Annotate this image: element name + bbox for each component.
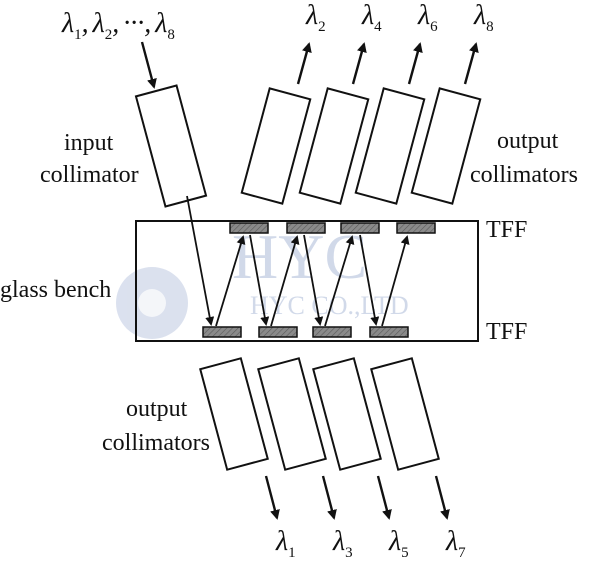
bottom-output-collimators-label-line1: output — [126, 396, 188, 422]
tff-filter — [369, 326, 409, 338]
tff-filter — [312, 326, 352, 338]
bottom-lambda-label: λ3 — [332, 526, 353, 561]
top-lambda-label: λ8 — [473, 0, 494, 35]
bottom-lambda-label: λ5 — [388, 526, 409, 561]
bottom-collimator — [312, 357, 382, 471]
glass-bench — [135, 220, 479, 342]
tff-top-label: TFF — [486, 217, 527, 243]
bottom-output-collimators-label-line2: collimators — [102, 430, 210, 456]
top-collimator — [298, 87, 370, 205]
input-arrow — [140, 41, 157, 89]
top-output-collimators — [240, 87, 482, 205]
top-output-collimators-label-line1: output — [497, 128, 559, 154]
glass-bench-label: glass bench — [0, 277, 111, 303]
top-wavelength-labels: λ2 λ4 λ6 λ8 — [305, 0, 494, 35]
top-collimator — [410, 87, 482, 205]
bottom-lambda-label: λ7 — [445, 526, 466, 561]
internal-rays — [186, 195, 410, 327]
bottom-output-arrows — [264, 475, 450, 520]
bottom-wavelength-labels: λ1 λ3 λ5 λ7 — [275, 526, 466, 561]
output-arrow — [296, 42, 312, 85]
bottom-lambda-label: λ1 — [275, 526, 296, 561]
output-arrow — [463, 42, 479, 85]
input-collimator — [134, 84, 208, 208]
bottom-collimator — [199, 357, 269, 471]
top-output-arrows — [296, 42, 479, 85]
tff-filter — [340, 222, 380, 234]
bottom-tff-filters — [202, 326, 409, 338]
watermark: HYC HYC CO.,LTD — [116, 221, 409, 339]
top-collimator — [354, 87, 426, 205]
top-tff-filters — [229, 222, 436, 234]
top-lambda-label: λ4 — [361, 0, 382, 35]
input-collimator-label-line2: collimator — [40, 162, 139, 188]
tff-filter — [229, 222, 269, 234]
output-arrow — [351, 42, 367, 85]
top-lambda-label: λ6 — [417, 0, 438, 35]
bottom-output-collimators — [199, 357, 440, 471]
tff-filter — [396, 222, 436, 234]
bottom-collimator — [257, 357, 327, 471]
output-arrow — [407, 42, 423, 85]
tff-filter — [258, 326, 298, 338]
output-arrow — [376, 475, 392, 520]
output-arrow — [434, 475, 450, 520]
top-output-collimators-label-line2: collimators — [470, 162, 578, 188]
output-arrow — [321, 475, 337, 520]
tff-bottom-label: TFF — [486, 319, 527, 345]
tff-filter — [286, 222, 326, 234]
input-collimator-label-line1: input — [64, 130, 114, 156]
tff-filter — [202, 326, 242, 338]
output-arrow — [264, 475, 280, 520]
input-wavelength-label: λ1,λ2,···,λ8 — [61, 8, 175, 43]
top-collimator — [240, 87, 312, 205]
bottom-collimator — [370, 357, 440, 471]
top-lambda-label: λ2 — [305, 0, 326, 35]
